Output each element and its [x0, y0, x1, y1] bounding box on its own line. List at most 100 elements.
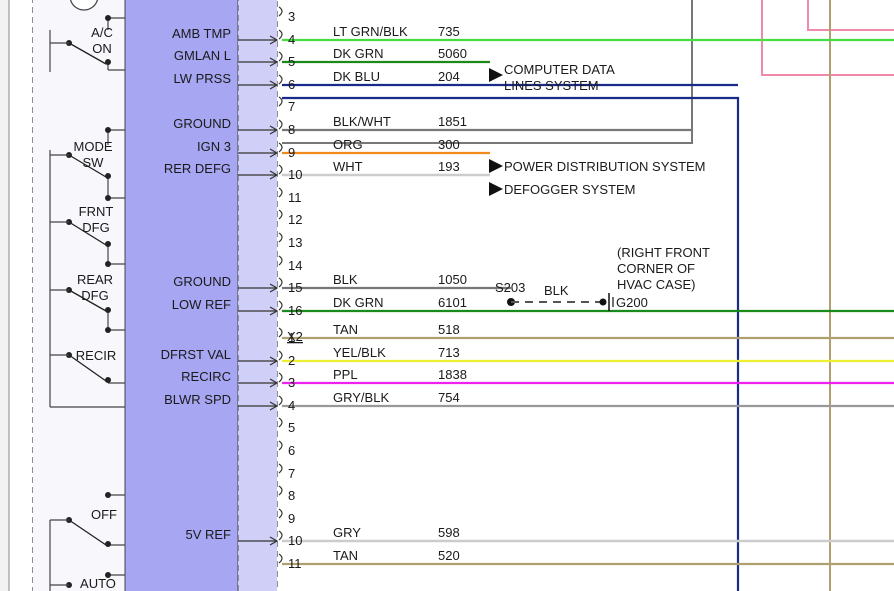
pin-cavity-icon: [278, 277, 283, 288]
mode-switch-text-line-2: SW: [83, 155, 105, 170]
pin-cavity-icon: [278, 508, 283, 519]
wire-color-label: LT GRN/BLK: [333, 24, 408, 39]
pin-number: 9: [288, 511, 295, 526]
wire-color-label: ORG: [333, 137, 363, 152]
ac-switch[interactable]: [50, 15, 111, 65]
recirc-switch-label: RECIR: [76, 348, 116, 363]
pin-cavity-icon: [278, 142, 283, 153]
arrow-right-icon: [269, 80, 279, 90]
pin-function-label: RECIRC: [181, 369, 231, 384]
pin-function-label: RER DEFG: [164, 161, 231, 176]
pin-cavity-icon: [278, 350, 283, 361]
pin-number: 5: [288, 420, 295, 435]
circuit-number: 735: [438, 24, 460, 39]
circuit-number: 754: [438, 390, 460, 405]
circuit-number: 520: [438, 548, 460, 563]
auto-switch-label: AUTO: [80, 576, 116, 591]
recirc-switch[interactable]: [50, 327, 111, 383]
pin-number: 10: [288, 533, 302, 548]
arrow-right-icon: [269, 283, 279, 293]
circuit-number: 598: [438, 525, 460, 540]
rear-defog-switch[interactable]: [50, 261, 111, 313]
pin-cavity-icon: [278, 300, 283, 311]
front-defog-text: FRNT: [79, 204, 114, 219]
page-left-margin: [0, 0, 9, 591]
mode-switch-text: MODE: [74, 139, 113, 154]
wire-color-label: TAN: [333, 322, 358, 337]
pin-number: 8: [288, 122, 295, 137]
pin-number: 6: [288, 77, 295, 92]
ground-location-text: (RIGHT FRONT: [617, 245, 710, 260]
off-switch-text: OFF: [91, 507, 117, 522]
circuit-number: 193: [438, 159, 460, 174]
pin-number: 2: [288, 353, 295, 368]
pin-cavity-icon: [278, 51, 283, 62]
pin-cavity-icon: [278, 372, 283, 383]
arrow-right-icon: [269, 170, 279, 180]
splice-label: S203: [495, 280, 525, 295]
arrow-right-icon: [269, 35, 279, 45]
pin-cavity-icon: [278, 255, 283, 266]
off-switch-label: OFF: [91, 507, 117, 522]
pin-number: 13: [288, 235, 302, 250]
pin-cavity-icon: [278, 209, 283, 220]
ac-switch-text: A/C: [91, 25, 113, 40]
wire-color-label: DK GRN: [333, 46, 384, 61]
pin-row: 7: [278, 463, 295, 481]
arrow-right-icon: [269, 125, 279, 135]
defogger-destination[interactable]: DEFOGGER SYSTEM: [489, 182, 635, 197]
pin-cavity-icon: [278, 327, 283, 338]
auto-switch-text: AUTO: [80, 576, 116, 591]
auto-switch[interactable]: [50, 572, 111, 588]
wire-color-label: YEL/BLK: [333, 345, 386, 360]
pin-number: 11: [288, 190, 302, 205]
pin-row: 5: [278, 417, 295, 435]
circuit-number: 300: [438, 137, 460, 152]
computer-data-text: COMPUTER DATA: [504, 62, 615, 77]
circuit-number: 1050: [438, 272, 467, 287]
pin-function-label: GROUND: [173, 274, 231, 289]
pin-function-label: BLWR SPD: [164, 392, 231, 407]
background-wires: [282, 0, 894, 591]
off-switch[interactable]: [50, 492, 111, 547]
pin-number: 3: [288, 375, 295, 390]
mode-switch[interactable]: [50, 127, 111, 179]
pin-function-label: 5V REF: [185, 527, 231, 542]
pin-row: 3: [278, 6, 295, 24]
front-defog-switch[interactable]: [50, 195, 111, 247]
pin-cavity-icon: [278, 6, 283, 17]
recirc-switch-text: RECIR: [76, 348, 116, 363]
pin-cavity-icon: [278, 395, 283, 406]
arrow-right-icon: [269, 401, 279, 411]
pin-cavity-icon: [278, 485, 283, 496]
front-defog-text-line-2: DFG: [82, 220, 109, 235]
wire-color-label: PPL: [333, 367, 358, 382]
pin-function-label: AMB TMP: [172, 26, 231, 41]
power-distribution-destination[interactable]: POWER DISTRIBUTION SYSTEM: [489, 159, 706, 174]
pin-number: 4: [288, 398, 295, 413]
arrow-right-icon: [269, 57, 279, 67]
circuit-number: 518: [438, 322, 460, 337]
pin-cavity-icon: [278, 29, 283, 40]
rear-defog-text: REAR: [77, 272, 113, 287]
defogger-label: DEFOGGER SYSTEM: [504, 182, 635, 197]
pin-number: 16: [288, 303, 302, 318]
wire-color-label: BLK: [333, 272, 358, 287]
ground-location-text-line-2: CORNER OF: [617, 261, 695, 276]
pin-row: 11: [278, 187, 302, 205]
pin-cavity-icon: [278, 530, 283, 541]
wire-color-label: TAN: [333, 548, 358, 563]
